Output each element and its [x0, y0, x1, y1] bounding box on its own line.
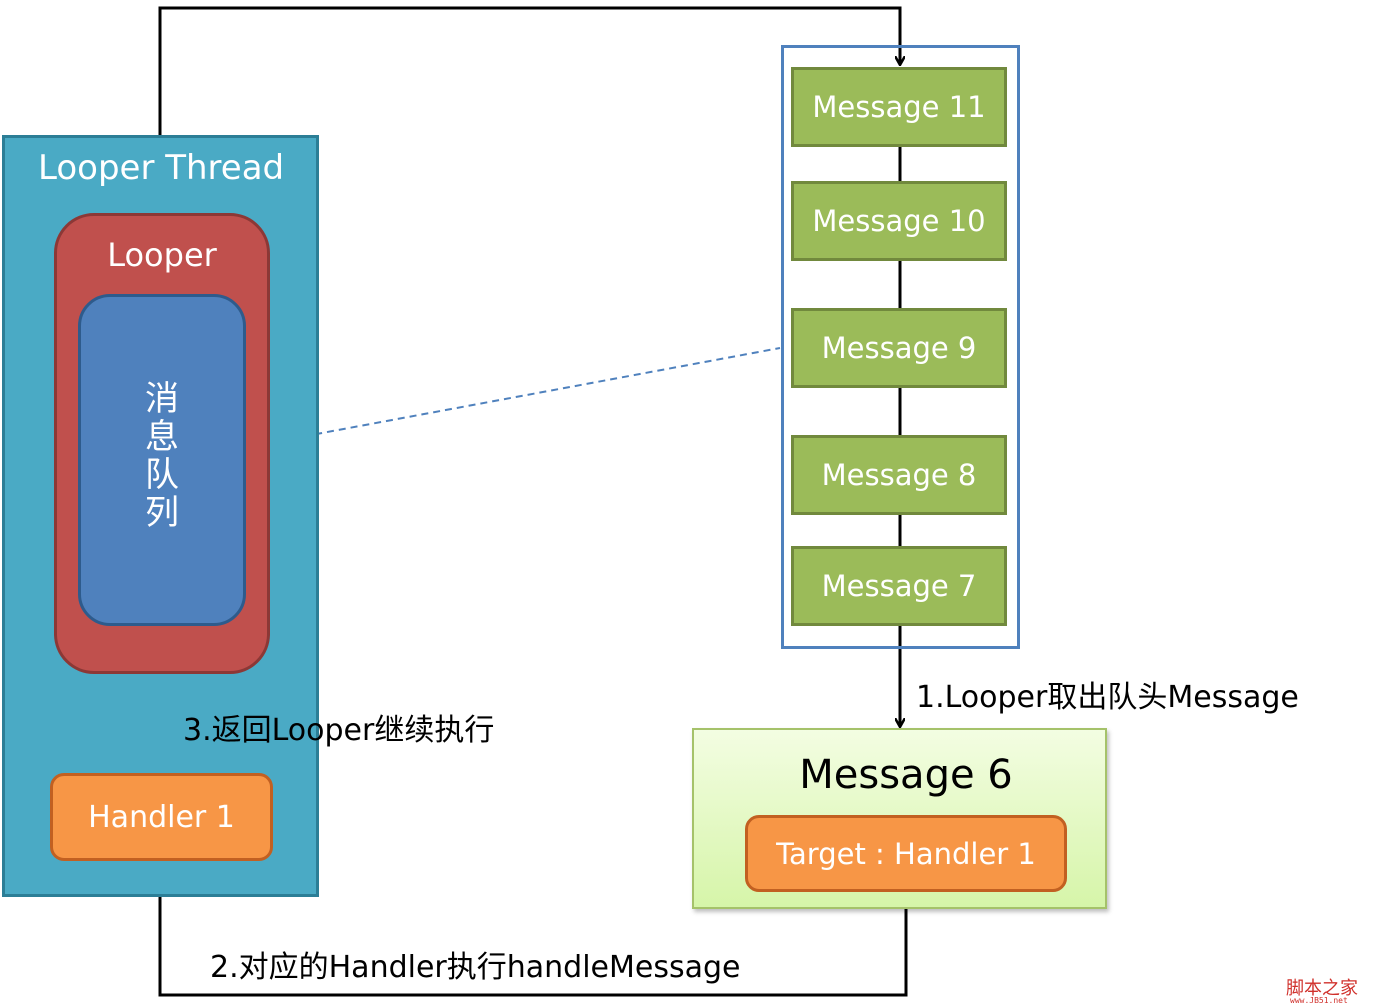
step-2-arrow [160, 864, 908, 997]
loop-back-arrow [158, 6, 900, 213]
looper-thread-title: Looper Thread [38, 148, 285, 188]
message-queue-frame [781, 45, 1020, 649]
message-10-box: Message 10 [791, 181, 1007, 261]
step-2-label: 2.对应的Handler执行handleMessage [210, 950, 741, 985]
queue-label-char: 列 [145, 493, 179, 533]
step-3-label: 3.返回Looper继续执行 [183, 713, 495, 748]
looper-title: Looper [107, 236, 217, 274]
queue-label-char: 消 [145, 379, 179, 419]
queue-link-dashed-line [267, 347, 781, 444]
message-8-box: Message 8 [791, 435, 1007, 515]
watermark-logo: 脚本之家 [1286, 978, 1358, 999]
queue-label-char: 队 [145, 455, 179, 495]
message-9-box: Message 9 [791, 308, 1007, 388]
message-11-box: Message 11 [791, 67, 1007, 147]
message-6-title: Message 6 [799, 752, 1013, 798]
message-queue-box [78, 294, 246, 626]
queue-label-char: 息 [145, 417, 179, 457]
watermark-url: www.JB51.net [1290, 996, 1348, 1005]
step-1-label: 1.Looper取出队头Message [916, 680, 1299, 715]
message-queue-label: 消 息 队 列 [78, 380, 246, 532]
target-handler-box: Target : Handler 1 [745, 815, 1067, 892]
handler-1-box: Handler 1 [50, 773, 273, 861]
message-7-box: Message 7 [791, 546, 1007, 626]
